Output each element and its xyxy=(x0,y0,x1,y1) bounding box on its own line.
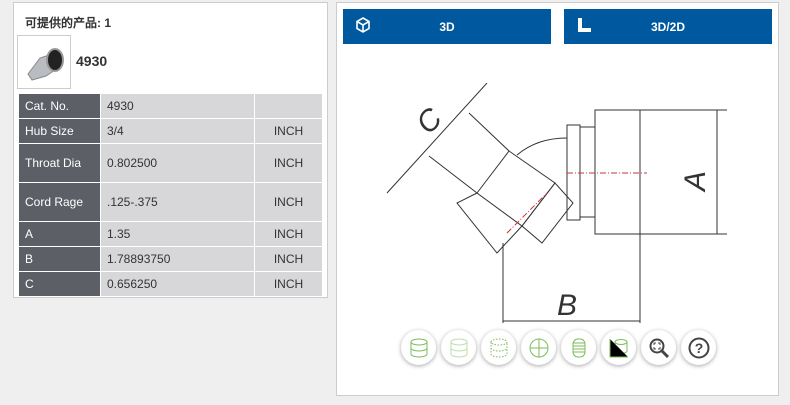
spec-label: C xyxy=(18,271,101,297)
3d-2d-label: 3D/2D xyxy=(650,19,685,34)
zoom-fit-icon xyxy=(649,338,669,358)
transparent-view-icon xyxy=(450,338,467,357)
cube-icon xyxy=(356,17,370,33)
dim-b-label: B xyxy=(557,289,577,322)
spec-unit: INCH xyxy=(254,246,323,272)
spec-value: 0.802500 xyxy=(100,143,255,183)
product-name[interactable]: 4930 xyxy=(76,53,108,69)
product-thumbnail[interactable] xyxy=(17,35,71,89)
dim-a-label: A xyxy=(679,171,712,193)
viewer-panel: 3D 3D/2D B A C ? xyxy=(336,2,779,396)
spec-value: 3/4 xyxy=(100,118,255,144)
spec-value: 0.656250 xyxy=(100,271,255,297)
spec-row: Cat. No.4930 xyxy=(18,93,323,119)
spec-value: 1.78893750 xyxy=(100,246,255,272)
spec-label: Cord Rage xyxy=(18,182,101,222)
solid-view-icon xyxy=(410,338,427,357)
spec-unit: INCH xyxy=(254,221,323,247)
3d-button[interactable]: 3D xyxy=(343,9,551,44)
3d-label: 3D xyxy=(439,19,455,34)
transparent-view-button[interactable] xyxy=(441,330,476,365)
viewer-toolbar: ? xyxy=(401,330,716,365)
spec-label: Throat Dia xyxy=(18,143,101,183)
3d-2d-button[interactable]: 3D/2D xyxy=(564,9,772,44)
spec-label: Cat. No. xyxy=(18,93,101,119)
zoom-fit-button[interactable] xyxy=(641,330,676,365)
spec-unit: INCH xyxy=(254,143,323,183)
spec-unit xyxy=(254,93,323,119)
section-icon xyxy=(529,338,548,357)
spec-unit: INCH xyxy=(254,271,323,297)
available-products-title: 可提供的产品: 1 xyxy=(25,16,112,30)
thread-icon xyxy=(572,338,585,357)
help-button[interactable]: ? xyxy=(681,330,716,365)
spec-value: .125-.375 xyxy=(100,182,255,222)
dimension-icon xyxy=(609,338,628,357)
spec-unit: INCH xyxy=(254,182,323,222)
spec-value: 1.35 xyxy=(100,221,255,247)
thread-button[interactable] xyxy=(561,330,596,365)
dimension-button[interactable] xyxy=(601,330,636,365)
svg-text:?: ? xyxy=(694,340,703,356)
spec-unit: INCH xyxy=(254,118,323,144)
wireframe-view-button[interactable] xyxy=(481,330,516,365)
ruler-icon xyxy=(578,18,591,32)
wireframe-view-icon xyxy=(490,338,507,357)
help-icon: ? xyxy=(688,337,709,358)
dim-c-label: C xyxy=(410,102,449,141)
section-button[interactable] xyxy=(521,330,556,365)
spec-label: A xyxy=(18,221,101,247)
solid-view-button[interactable] xyxy=(401,330,436,365)
technical-drawing: B A C xyxy=(386,83,727,323)
spec-label: B xyxy=(18,246,101,272)
spec-label: Hub Size xyxy=(18,118,101,144)
spec-value: 4930 xyxy=(100,93,255,119)
